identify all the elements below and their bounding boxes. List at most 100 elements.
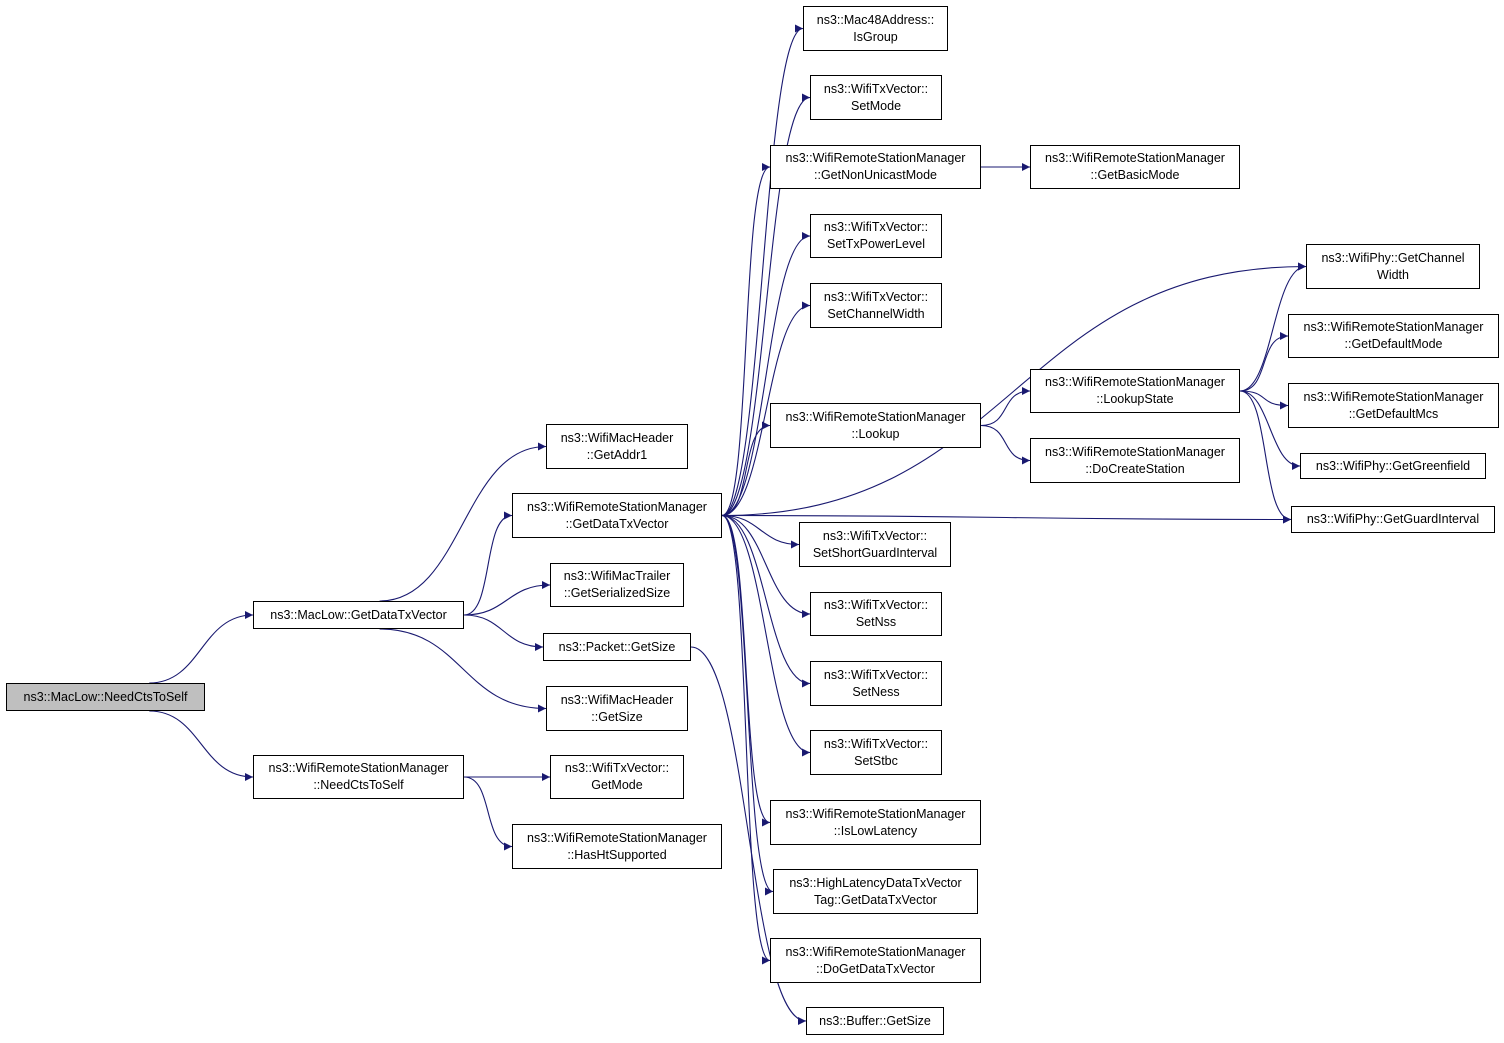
node-txvector-getmode[interactable]: ns3::WifiTxVector::GetMode	[550, 755, 684, 799]
node-macheader-getsize[interactable]: ns3::WifiMacHeader::GetSize	[546, 686, 688, 731]
edge-wrsm-getdatatxvector-to-txvector-settxpowerlevel	[721, 232, 811, 517]
edge-wrsm-getdatatxvector-to-txvector-setchannelwidth	[721, 301, 811, 517]
node-label-line: ::DoGetDataTxVector	[816, 961, 935, 976]
node-label-line: ::GetSerializedSize	[563, 586, 671, 600]
edge-wrsm-lookupstate-to-wrsm-getdefaultmode	[1239, 332, 1289, 392]
edge-wrsm-getdatatxvector-to-wrsm-dogetdatatxvector	[721, 514, 771, 965]
node-label-line: ns3::WifiTxVector::	[823, 81, 929, 96]
edge-packet-getsize-to-buffer-getsize	[690, 646, 807, 1025]
node-label-line: ::GetDefaultMcs	[1348, 406, 1439, 421]
node-maclow-getdatatxvector[interactable]: ns3::MacLow::GetDataTxVector	[253, 601, 464, 629]
node-label-line: ::NeedCtsToSelf	[313, 778, 404, 792]
node-wifiphy-getgreenfield[interactable]: ns3::WifiPhy::GetGreenfield	[1300, 453, 1486, 479]
node-wifiphy-getguardinterval[interactable]: ns3::WifiPhy::GetGuardInterval	[1291, 506, 1495, 533]
edge-wrsm-lookup-to-wrsm-lookupstate	[980, 387, 1031, 427]
node-label-line: ns3::WifiRemoteStationManager	[785, 806, 966, 821]
edge-wrsm-getdatatxvector-to-highlatency-getdatatxvector	[721, 514, 774, 896]
node-label-line: ns3::WifiRemoteStationManager	[785, 151, 966, 165]
node-wrsm-islowlatency[interactable]: ns3::WifiRemoteStationManager::IsLowLate…	[770, 800, 981, 845]
node-label-line: ::HasHtSupported	[567, 847, 667, 862]
node-label-line: ns3::WifiMacHeader	[560, 430, 674, 445]
node-root: ns3::MacLow::NeedCtsToSelf	[6, 683, 205, 711]
edge-maclow-getdatatxvector-to-packet-getsize	[463, 614, 544, 651]
edge-wrsm-getdatatxvector-to-wifiphy-getchannelwidth	[721, 262, 1307, 517]
edge-root-to-wrsm-needctstoself	[149, 710, 254, 781]
node-wrsm-getdefaultmcs[interactable]: ns3::WifiRemoteStationManager::GetDefaul…	[1288, 383, 1499, 428]
node-label-line: ::DoCreateStation	[1085, 461, 1185, 476]
node-txvector-setnss[interactable]: ns3::WifiTxVector::SetNss	[810, 592, 942, 636]
node-wrsm-docreatestation[interactable]: ns3::WifiRemoteStationManager::DoCreateS…	[1030, 438, 1240, 483]
node-label-line: ns3::MacLow::NeedCtsToSelf	[23, 689, 188, 704]
edge-wrsm-getdatatxvector-to-mac48-isgroup	[721, 24, 804, 517]
node-label-line: ::GetSize	[591, 709, 643, 724]
node-label-line: ns3::WifiRemoteStationManager	[1045, 444, 1225, 459]
node-label-line: ns3::WifiTxVector::	[823, 289, 929, 304]
edge-wrsm-getdatatxvector-to-txvector-setshortguardinterval	[721, 514, 800, 549]
edge-wrsm-lookupstate-to-wrsm-getdefaultmcs	[1239, 390, 1289, 410]
node-wrsm-getnonunicastmode[interactable]: ns3::WifiRemoteStationManager::GetNonUni…	[770, 145, 981, 189]
node-label-line: ::GetBasicMode	[1090, 168, 1180, 182]
node-txvector-settxpowerlevel[interactable]: ns3::WifiTxVector::SetTxPowerLevel	[810, 214, 942, 258]
node-macheader-getaddr1[interactable]: ns3::WifiMacHeader::GetAddr1	[546, 424, 688, 469]
node-label-line: ::GetDataTxVector	[565, 516, 669, 531]
node-mactrailer-getserializedsize[interactable]: ns3::WifiMacTrailer::GetSerializedSize	[550, 563, 684, 607]
node-label-line: ::LookupState	[1096, 392, 1174, 406]
node-txvector-setstbc[interactable]: ns3::WifiTxVector::SetStbc	[810, 730, 942, 775]
edge-wrsm-getdatatxvector-to-txvector-setstbc	[721, 514, 811, 757]
node-label-line: ::GetAddr1	[586, 447, 648, 462]
node-label-line: ns3::WifiTxVector::	[823, 667, 929, 682]
edge-wrsm-getdatatxvector-to-wrsm-lookup	[721, 421, 771, 517]
node-wrsm-lookup[interactable]: ns3::WifiRemoteStationManager::Lookup	[770, 403, 981, 448]
edge-wrsm-getdatatxvector-to-txvector-setness	[721, 514, 811, 688]
node-label-line: SetStbc	[854, 753, 898, 768]
node-label-line: ns3::WifiMacTrailer	[563, 569, 671, 583]
node-txvector-setmode[interactable]: ns3::WifiTxVector::SetMode	[810, 75, 942, 120]
edge-maclow-getdatatxvector-to-wrsm-getdatatxvector	[463, 511, 513, 616]
edge-wrsm-getdatatxvector-to-wifiphy-getguardinterval	[721, 514, 1292, 524]
node-label-line: Width	[1377, 267, 1409, 282]
edge-maclow-getdatatxvector-to-macheader-getaddr1	[379, 442, 547, 602]
node-label-line: ns3::WifiTxVector::	[823, 736, 929, 751]
node-label-line: ::IsLowLatency	[833, 823, 918, 838]
edge-wrsm-needctstoself-to-wrsm-hashtsupported	[463, 776, 513, 851]
node-wrsm-getdefaultmode[interactable]: ns3::WifiRemoteStationManager::GetDefaul…	[1288, 314, 1499, 358]
node-label-line: ::GetNonUnicastMode	[814, 168, 937, 182]
node-label-line: SetNss	[855, 615, 897, 629]
node-label-line: ns3::WifiMacHeader	[560, 692, 674, 707]
node-label-line: ns3::WifiRemoteStationManager	[1303, 320, 1484, 334]
node-label-line: ::Lookup	[851, 426, 900, 441]
node-buffer-getsize[interactable]: ns3::Buffer::GetSize	[806, 1007, 944, 1035]
node-label-line: ns3::WifiRemoteStationManager	[527, 830, 707, 845]
node-label-line: ns3::WifiTxVector::	[822, 528, 928, 543]
node-label-line: ::GetDefaultMode	[1344, 337, 1443, 351]
node-txvector-setchannelwidth[interactable]: ns3::WifiTxVector::SetChannelWidth	[810, 283, 942, 328]
node-wrsm-hashtsupported[interactable]: ns3::WifiRemoteStationManager::HasHtSupp…	[512, 824, 722, 869]
node-mac48-isgroup[interactable]: ns3::Mac48Address::IsGroup	[803, 6, 948, 51]
node-label-line: ns3::MacLow::GetDataTxVector	[270, 607, 447, 622]
edge-wrsm-lookupstate-to-wifiphy-getchannelwidth	[1239, 262, 1307, 392]
node-label-line: ns3::WifiRemoteStationManager	[785, 944, 966, 959]
node-wrsm-needctstoself[interactable]: ns3::WifiRemoteStationManager::NeedCtsTo…	[253, 755, 464, 799]
node-label-line: ns3::WifiRemoteStationManager	[1045, 151, 1225, 165]
node-label-line: ns3::WifiRemoteStationManager	[527, 499, 707, 514]
node-txvector-setness[interactable]: ns3::WifiTxVector::SetNess	[810, 661, 942, 706]
node-label-line: ns3::Packet::GetSize	[558, 639, 676, 654]
node-packet-getsize[interactable]: ns3::Packet::GetSize	[543, 633, 691, 661]
edge-wrsm-getdatatxvector-to-txvector-setmode	[721, 93, 811, 517]
node-label-line: ns3::WifiRemoteStationManager	[1303, 389, 1484, 404]
node-wrsm-lookupstate[interactable]: ns3::WifiRemoteStationManager::LookupSta…	[1030, 369, 1240, 413]
node-label-line: ns3::WifiPhy::GetChannel	[1321, 250, 1465, 265]
node-txvector-setshortguardinterval[interactable]: ns3::WifiTxVector::SetShortGuardInterval	[799, 522, 951, 567]
node-label-line: ns3::WifiRemoteStationManager	[268, 761, 449, 775]
node-wrsm-getdatatxvector[interactable]: ns3::WifiRemoteStationManager::GetDataTx…	[512, 493, 722, 538]
node-label-line: SetTxPowerLevel	[827, 237, 925, 251]
edge-maclow-getdatatxvector-to-mactrailer-getserializedsize	[463, 581, 551, 616]
node-wrsm-getbasicmode[interactable]: ns3::WifiRemoteStationManager::GetBasicM…	[1030, 145, 1240, 189]
node-label-line: ns3::WifiRemoteStationManager	[1045, 375, 1225, 389]
node-wrsm-dogetdatatxvector[interactable]: ns3::WifiRemoteStationManager::DoGetData…	[770, 938, 981, 983]
edge-wrsm-getdatatxvector-to-txvector-setnss	[721, 514, 811, 618]
